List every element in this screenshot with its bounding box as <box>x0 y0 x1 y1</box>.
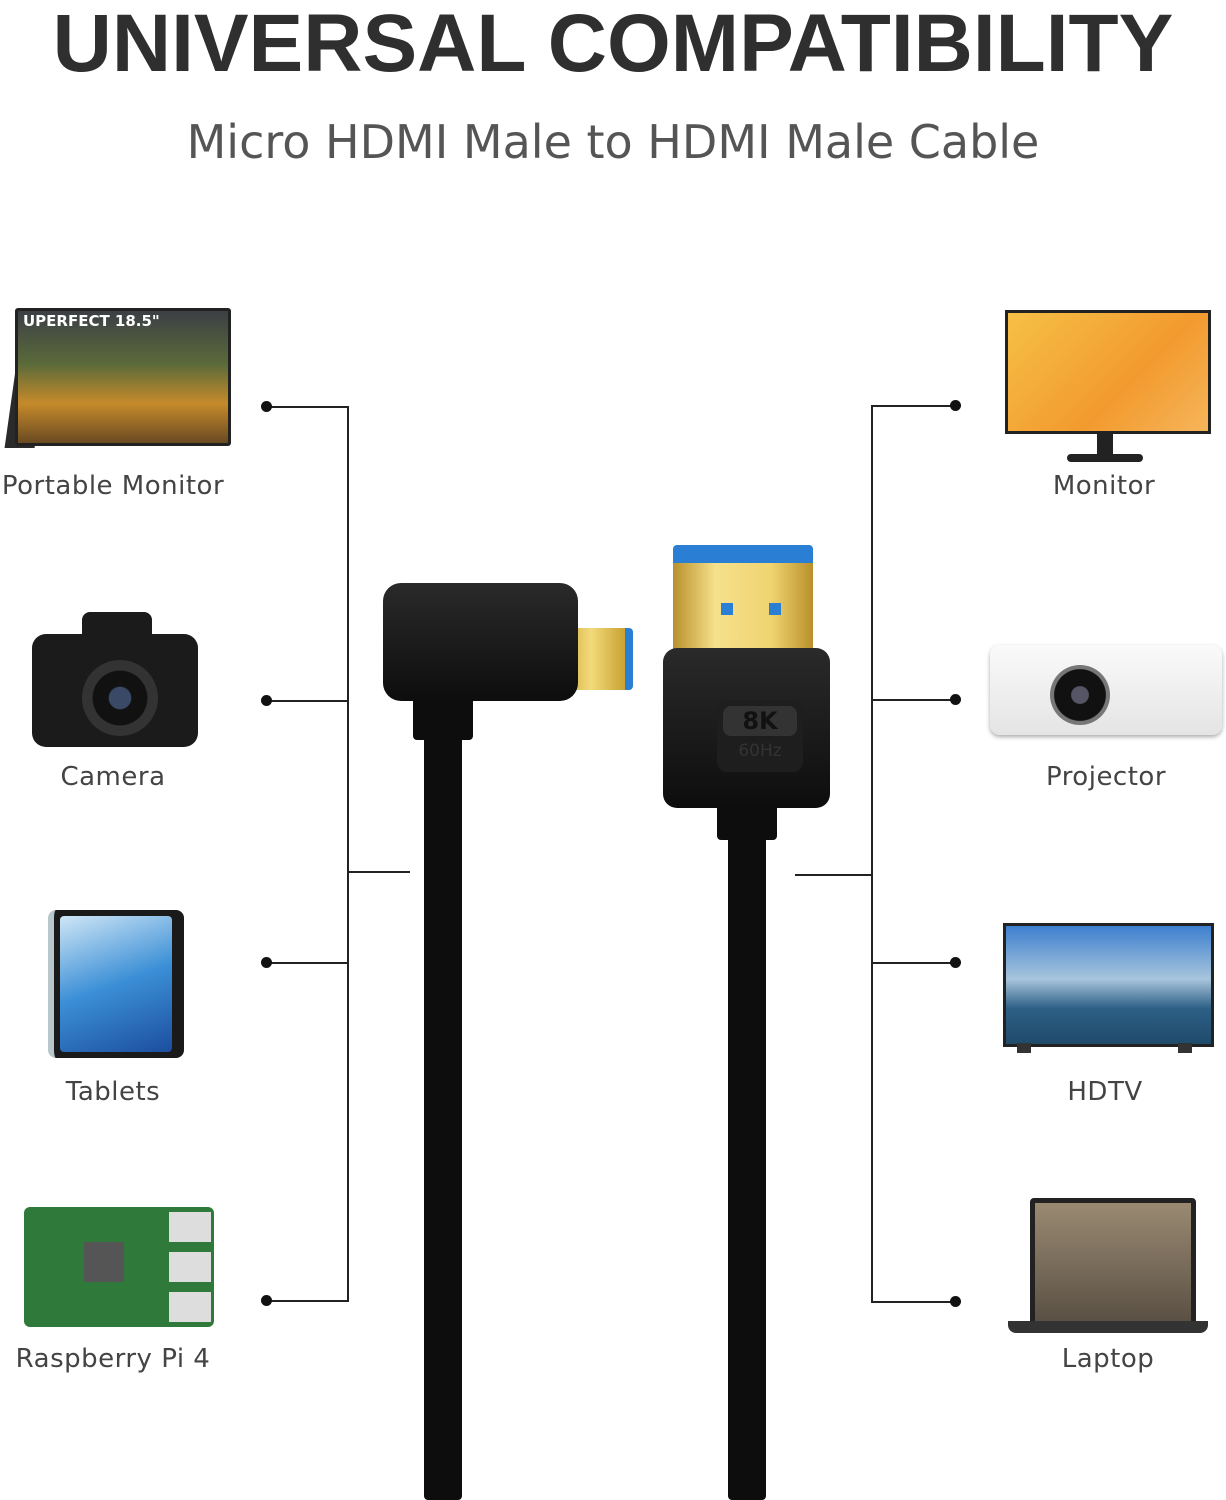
micro-hdmi-cable <box>424 700 462 1500</box>
monitor-icon <box>1005 310 1211 465</box>
connector-line <box>267 406 349 408</box>
dot <box>950 694 961 705</box>
label-laptop: Laptop <box>1061 1344 1155 1374</box>
portable-monitor-icon: UPERFECT 18.5" <box>4 308 231 448</box>
label-projector: Projector <box>1045 762 1167 792</box>
connector-line <box>267 962 349 964</box>
right-bracket-line <box>871 406 873 1302</box>
page-title: UNIVERSAL COMPATIBILITY <box>52 0 1174 89</box>
connector-line <box>795 874 872 876</box>
badge-60hz: 60Hz <box>738 741 782 761</box>
connector-line <box>871 1301 955 1303</box>
label-monitor: Monitor <box>1052 471 1156 501</box>
connector-line <box>267 700 349 702</box>
laptop-icon <box>1008 1198 1208 1338</box>
connector-line <box>871 699 955 701</box>
connector-line <box>871 962 955 964</box>
tablet-icon <box>48 910 184 1058</box>
connector-line <box>348 871 410 873</box>
micro-hdmi-connector <box>383 583 578 701</box>
page-subtitle: Micro HDMI Male to HDMI Male Cable <box>186 115 1040 169</box>
connector-line <box>871 405 955 407</box>
left-bracket-line <box>347 407 349 1302</box>
badge-8k: 8K <box>723 706 797 736</box>
hdmi-plug-gold <box>673 563 813 663</box>
projector-icon <box>990 625 1222 740</box>
dot <box>950 957 961 968</box>
raspberry-pi-icon <box>24 1207 214 1327</box>
hdmi-cable <box>728 800 766 1500</box>
label-tablets: Tablets <box>65 1077 161 1107</box>
label-camera: Camera <box>60 762 166 792</box>
camera-icon <box>32 612 198 747</box>
dot <box>261 1295 272 1306</box>
dot <box>950 1296 961 1307</box>
label-portable-monitor: Portable Monitor <box>1 471 225 501</box>
label-raspberry-pi: Raspberry Pi 4 <box>15 1344 211 1374</box>
tv-icon <box>1003 923 1214 1053</box>
resolution-badge: 8K 60Hz <box>717 700 803 772</box>
dot <box>261 695 272 706</box>
hdmi-plug-top <box>673 545 813 567</box>
dot <box>261 957 272 968</box>
connector-line <box>267 1300 349 1302</box>
hdmi-connector: 8K 60Hz <box>663 648 830 808</box>
label-hdtv: HDTV <box>1067 1077 1143 1107</box>
dot <box>950 400 961 411</box>
dot <box>261 401 272 412</box>
screen-logo-text: UPERFECT 18.5" <box>23 312 160 330</box>
